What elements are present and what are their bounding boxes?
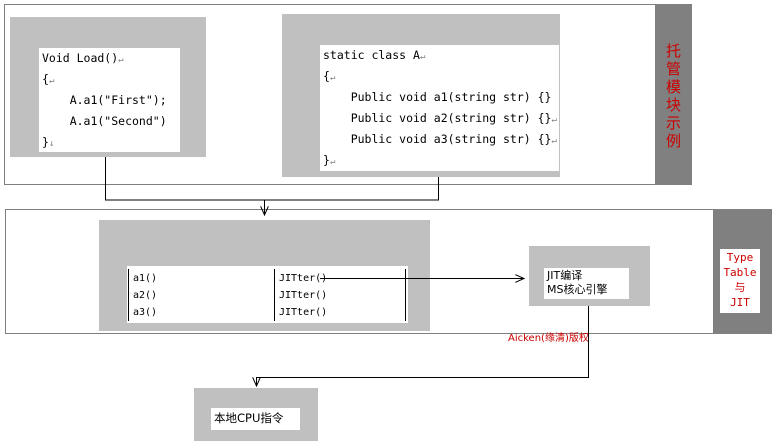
cpu-box: 本地CPU指令 [211, 408, 300, 430]
jit-box: JIT编译 MS核心引擎 [544, 268, 629, 299]
middle-section-title-box [720, 249, 760, 313]
method-cell: a3() [133, 307, 158, 318]
top-section-title: 托 管 模 块 示 例 [665, 42, 681, 150]
load-code-block: Void Load()↵ {↵ A.a1("First"); A.a1("Sec… [39, 48, 180, 152]
stub-cell: JITter() [279, 290, 328, 301]
method-cell: a1() [133, 273, 158, 284]
code-line: Public void a3(string str) {}↵ [323, 132, 557, 146]
code-line: {↵ [323, 69, 336, 83]
stub-cell: JITter() [279, 307, 328, 318]
code-line: A.a1("Second") [42, 114, 167, 128]
copyright-text: Aicken(缘清)版权 [508, 333, 589, 344]
method-cell: a2() [133, 290, 158, 301]
code-line: }↵ [323, 153, 336, 167]
code-line: Public void a1(string str) {} [323, 90, 552, 104]
jit-box-line2: MS核心引擎 [547, 283, 608, 296]
table-row: a3() JITter() [127, 305, 408, 322]
code-line: }↓ [42, 135, 55, 149]
table-row: a2() JITter() [127, 288, 408, 305]
top-section-title-bar [655, 4, 692, 185]
code-line: Void Load()↵ [42, 51, 124, 65]
stub-cell: JITter() [279, 273, 328, 284]
type-table: a1() JITter() a2() JITter() a3() JITter(… [127, 266, 408, 323]
code-line: {↵ [42, 72, 55, 86]
class-code-block: static class A↵ {↵ Public void a1(string… [320, 45, 559, 171]
code-line: Public void a2(string str) {}↵ [323, 111, 557, 125]
middle-section-title: Type Table 与 JIT [723, 251, 757, 309]
code-line: A.a1("First"); [42, 93, 167, 107]
table-row: a1() JITter() [127, 271, 408, 288]
code-line: static class A↵ [323, 48, 426, 62]
jit-box-line1: JIT编译 [547, 269, 583, 282]
